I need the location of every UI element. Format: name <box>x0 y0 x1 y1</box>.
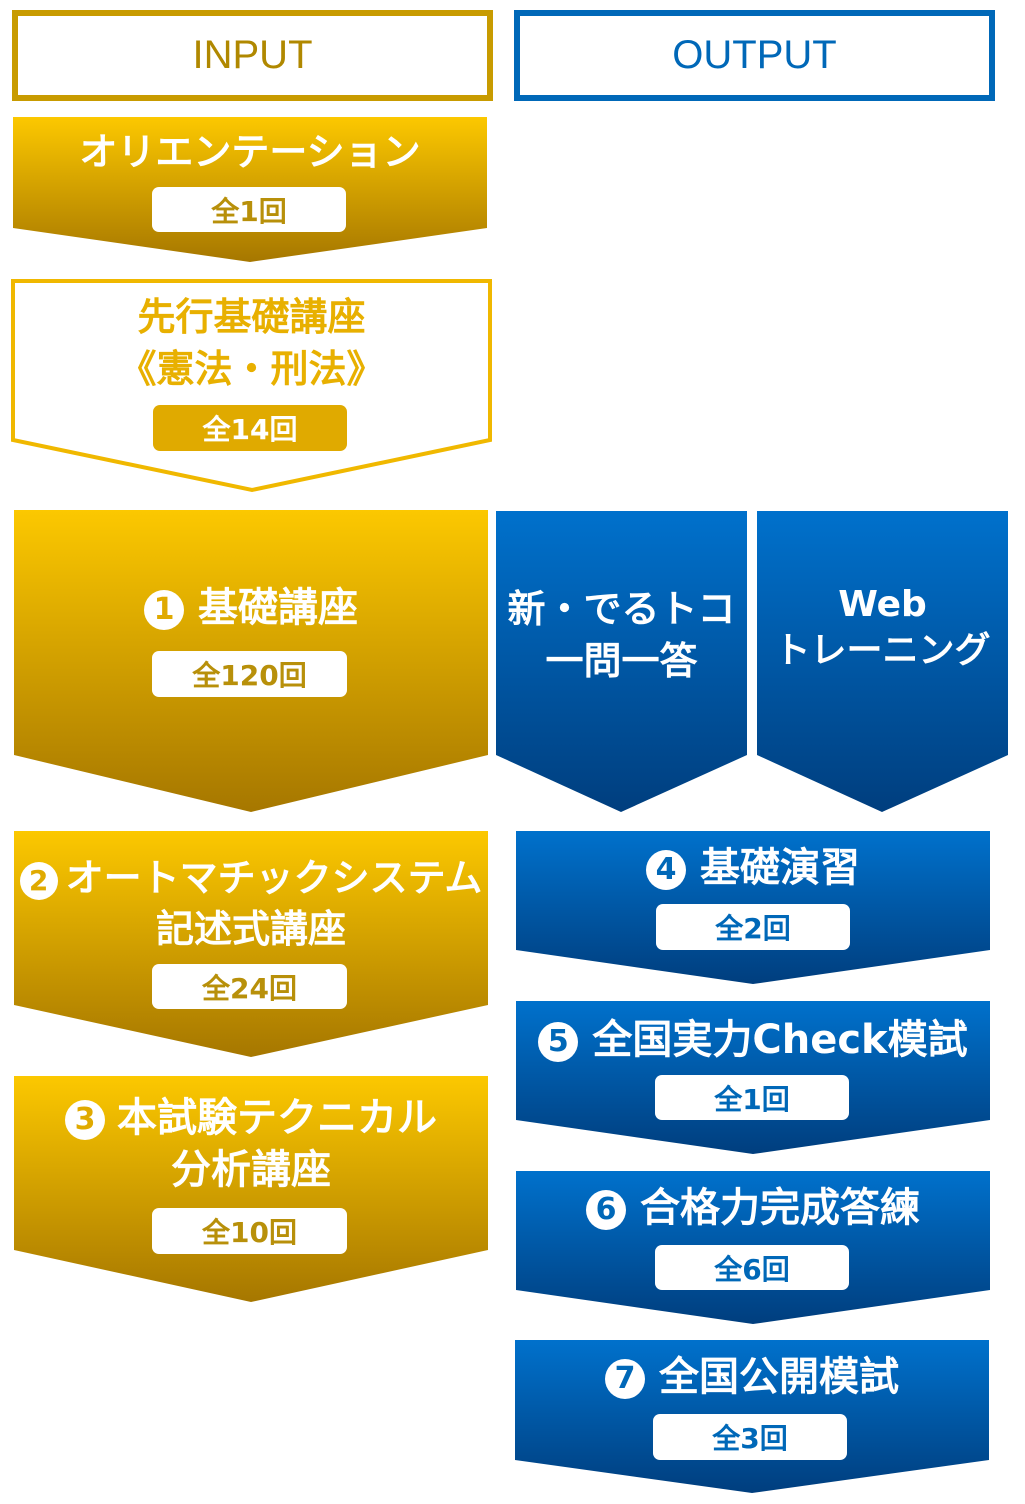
number-2-icon: 2 <box>19 861 58 900</box>
basic-practice-title: 4 基礎演習 <box>516 848 990 890</box>
national-check-exam-count: 全1回 <box>655 1075 849 1120</box>
technical-analysis-title-1: 3 本試験テクニカル <box>14 1098 488 1140</box>
pass-power-label: 合格力完成答練 <box>640 1185 920 1231</box>
national-check-exam-label: 全国実力Check模試 <box>592 1017 968 1063</box>
web-training-title-1: Web <box>838 584 927 625</box>
web-training-arrow <box>757 511 1008 812</box>
number-4-icon: 4 <box>646 850 686 890</box>
number-7-icon: 7 <box>605 1359 645 1399</box>
automatic-system-arrow <box>14 831 488 1057</box>
basic-course-label: 基礎講座 <box>198 585 358 631</box>
automatic-system-label: オートマチックシステム <box>65 856 483 900</box>
technical-analysis-label: 本試験テクニカル <box>117 1095 437 1141</box>
deru-toko-title-2: 一問一答 <box>545 639 698 683</box>
national-open-exam-label: 全国公開模試 <box>659 1354 899 1400</box>
automatic-system-title-2: 記述式講座 <box>155 907 346 951</box>
advance-course-arrow <box>11 279 492 493</box>
number-5-icon: 5 <box>538 1022 579 1062</box>
basic-practice-label: 基礎演習 <box>700 845 860 891</box>
orientation-title: オリエンテーション <box>79 130 421 174</box>
pass-power-title: 6 合格力完成答練 <box>516 1188 990 1230</box>
web-training-title-2: トレーニング <box>774 630 991 671</box>
national-open-exam-title: 7 全国公開模試 <box>515 1357 989 1399</box>
input-header: INPUT <box>12 10 493 101</box>
basic-course-count: 全120回 <box>152 651 347 697</box>
deru-toko-arrow <box>496 511 747 812</box>
automatic-system-count: 全24回 <box>152 964 347 1009</box>
number-3-icon: 3 <box>65 1100 105 1140</box>
basic-practice-count: 全2回 <box>656 904 850 950</box>
advance-course-count: 全14回 <box>153 405 347 451</box>
pass-power-count: 全6回 <box>655 1245 849 1290</box>
basic-course-title: 1 基礎講座 <box>14 588 488 630</box>
orientation-count: 全1回 <box>152 187 346 232</box>
deru-toko-title-1: 新・でるトコ <box>507 587 736 631</box>
technical-analysis-count: 全10回 <box>152 1208 347 1254</box>
national-open-exam-count: 全3回 <box>653 1414 847 1460</box>
number-1-icon: 1 <box>144 590 184 630</box>
output-header: OUTPUT <box>514 10 995 101</box>
technical-analysis-title-2: 分析講座 <box>171 1147 331 1193</box>
national-check-exam-title: 5 全国実力Check模試 <box>516 1020 990 1062</box>
advance-course-title-1: 先行基礎講座 <box>137 295 366 339</box>
advance-course-title-2: 《憲法・刑法》 <box>118 347 385 391</box>
number-6-icon: 6 <box>586 1190 626 1230</box>
technical-analysis-arrow <box>14 1076 488 1302</box>
